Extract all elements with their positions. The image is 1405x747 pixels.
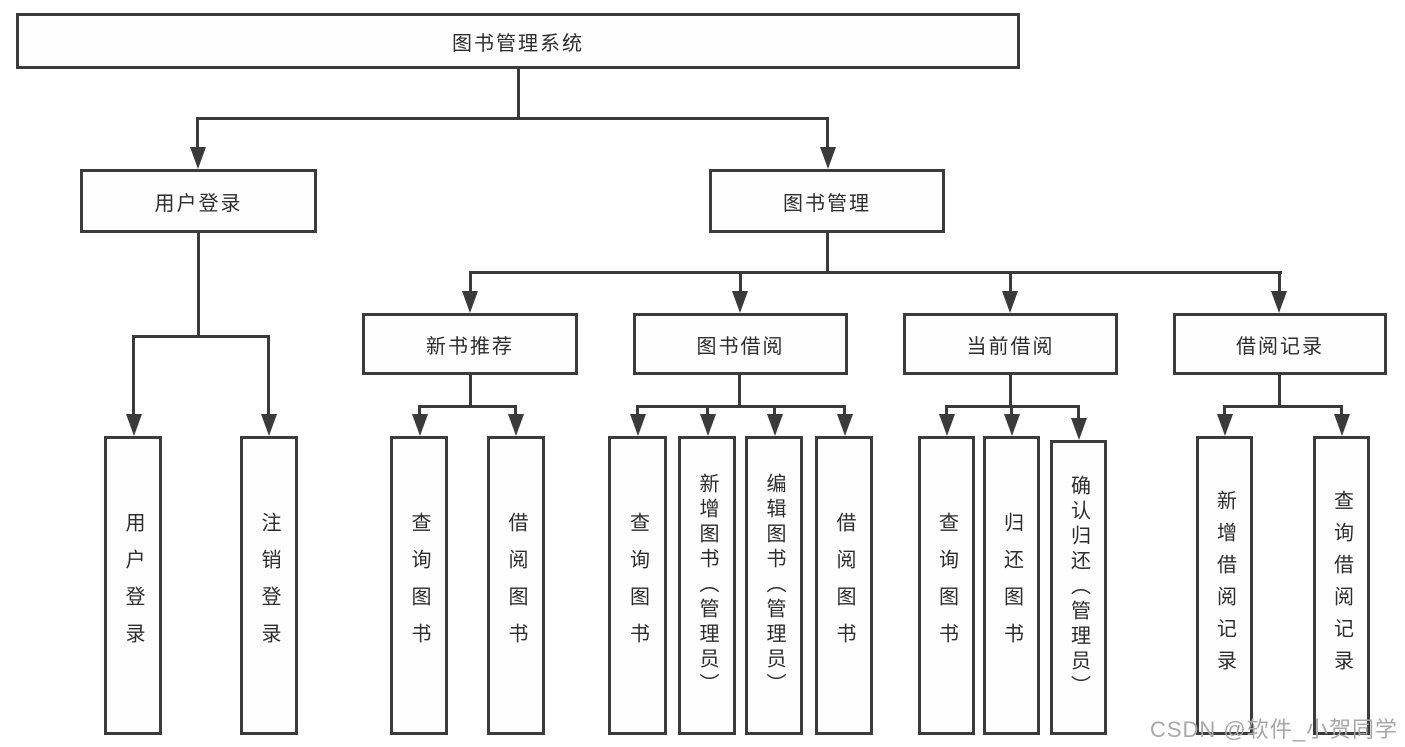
connector-line bbox=[773, 405, 776, 414]
leaf-label: 查询图书 bbox=[626, 511, 649, 660]
connector-line bbox=[132, 335, 270, 338]
leaf-label: 编辑图书（管理员） bbox=[763, 473, 785, 698]
connector-line bbox=[1278, 271, 1281, 291]
connector-line bbox=[132, 335, 135, 414]
connector-line bbox=[469, 375, 472, 407]
arrowhead-icon bbox=[1217, 414, 1233, 436]
node-leaf-rec-query-books: 查询图书 bbox=[390, 436, 448, 735]
arrowhead-icon bbox=[1271, 291, 1287, 313]
arrowhead-icon bbox=[732, 291, 748, 313]
node-leaf-br-query-record: 查询借阅记录 bbox=[1313, 436, 1370, 735]
arrowhead-icon bbox=[1334, 414, 1350, 436]
leaf-label: 归还图书 bbox=[1000, 511, 1023, 660]
connector-line bbox=[517, 69, 520, 119]
arrowhead-icon bbox=[820, 147, 836, 169]
connector-line bbox=[1278, 375, 1281, 407]
connector-line bbox=[706, 405, 709, 414]
connector-line bbox=[1223, 405, 1343, 408]
leaf-label: 查询借阅记录 bbox=[1330, 489, 1353, 682]
leaf-label: 查询图书 bbox=[408, 511, 430, 660]
connector-line bbox=[469, 271, 472, 291]
node-root: 图书管理系统 bbox=[16, 13, 1020, 69]
connector-line bbox=[1223, 405, 1226, 414]
arrowhead-icon bbox=[1071, 418, 1087, 440]
arrowhead-icon bbox=[1002, 291, 1018, 313]
arrowhead-icon bbox=[190, 147, 206, 169]
arrowhead-icon bbox=[630, 414, 646, 436]
node-leaf-cb-return-books: 归还图书 bbox=[983, 436, 1040, 735]
node-book-management: 图书管理 bbox=[709, 169, 945, 233]
connector-line bbox=[826, 233, 829, 273]
node-user-login: 用户登录 bbox=[80, 169, 317, 233]
leaf-label: 新增图书（管理员） bbox=[696, 473, 718, 698]
connector-line bbox=[636, 405, 639, 414]
connector-line bbox=[418, 405, 517, 408]
arrowhead-icon bbox=[462, 291, 478, 313]
csdn-watermark: CSDN @软件_小贺同学 bbox=[1149, 717, 1398, 742]
connector-line bbox=[196, 117, 829, 120]
connector-line bbox=[738, 375, 741, 407]
leaf-label: 注销登录 bbox=[258, 511, 280, 660]
connector-line bbox=[1077, 405, 1080, 418]
connector-line bbox=[945, 405, 948, 414]
node-leaf-cb-query-books: 查询图书 bbox=[918, 436, 975, 735]
arrowhead-icon bbox=[939, 414, 955, 436]
connector-line bbox=[1010, 405, 1013, 414]
leaf-label: 借阅图书 bbox=[833, 511, 855, 660]
connector-line bbox=[418, 405, 421, 414]
connector-line bbox=[843, 405, 846, 414]
node-borrow-records: 借阅记录 bbox=[1173, 313, 1387, 375]
node-leaf-cb-confirm-return: 确认归还（管理员） bbox=[1050, 440, 1107, 735]
arrowhead-icon bbox=[508, 414, 524, 436]
arrowhead-icon bbox=[837, 414, 853, 436]
node-leaf-rec-borrow-books: 借阅图书 bbox=[487, 436, 545, 735]
node-current-borrow: 当前借阅 bbox=[903, 313, 1118, 375]
node-book-borrow: 图书借阅 bbox=[633, 313, 848, 375]
node-leaf-bb-edit-books: 编辑图书（管理员） bbox=[745, 436, 803, 735]
leaf-label: 新增借阅记录 bbox=[1213, 489, 1236, 682]
connector-line bbox=[1009, 271, 1012, 291]
node-leaf-bb-query-books: 查询图书 bbox=[608, 436, 667, 735]
connector-line bbox=[636, 405, 846, 408]
arrowhead-icon bbox=[261, 414, 277, 436]
node-leaf-logout: 注销登录 bbox=[240, 436, 298, 735]
node-leaf-bb-add-books: 新增图书（管理员） bbox=[678, 436, 736, 735]
node-new-book-recommend: 新书推荐 bbox=[362, 313, 578, 375]
connector-line bbox=[469, 271, 1282, 274]
leaf-label: 借阅图书 bbox=[505, 511, 527, 660]
connector-line bbox=[197, 233, 200, 337]
arrowhead-icon bbox=[1004, 414, 1020, 436]
arrowhead-icon bbox=[700, 414, 716, 436]
node-leaf-br-add-record: 新增借阅记录 bbox=[1196, 436, 1253, 735]
leaf-label: 确认归还（管理员） bbox=[1067, 475, 1090, 700]
arrowhead-icon bbox=[412, 414, 428, 436]
connector-line bbox=[1009, 375, 1012, 407]
connector-line bbox=[826, 117, 829, 150]
connector-line bbox=[1340, 405, 1343, 414]
arrowhead-icon bbox=[126, 414, 142, 436]
node-leaf-user-login: 用户登录 bbox=[104, 436, 162, 735]
leaf-label: 查询图书 bbox=[935, 511, 958, 660]
leaf-label: 用户登录 bbox=[122, 511, 144, 660]
arrowhead-icon bbox=[767, 414, 783, 436]
node-leaf-bb-borrow-books: 借阅图书 bbox=[815, 436, 873, 735]
connector-line bbox=[267, 335, 270, 414]
connector-line bbox=[514, 405, 517, 414]
connector-line bbox=[196, 117, 199, 150]
connector-line bbox=[739, 271, 742, 291]
